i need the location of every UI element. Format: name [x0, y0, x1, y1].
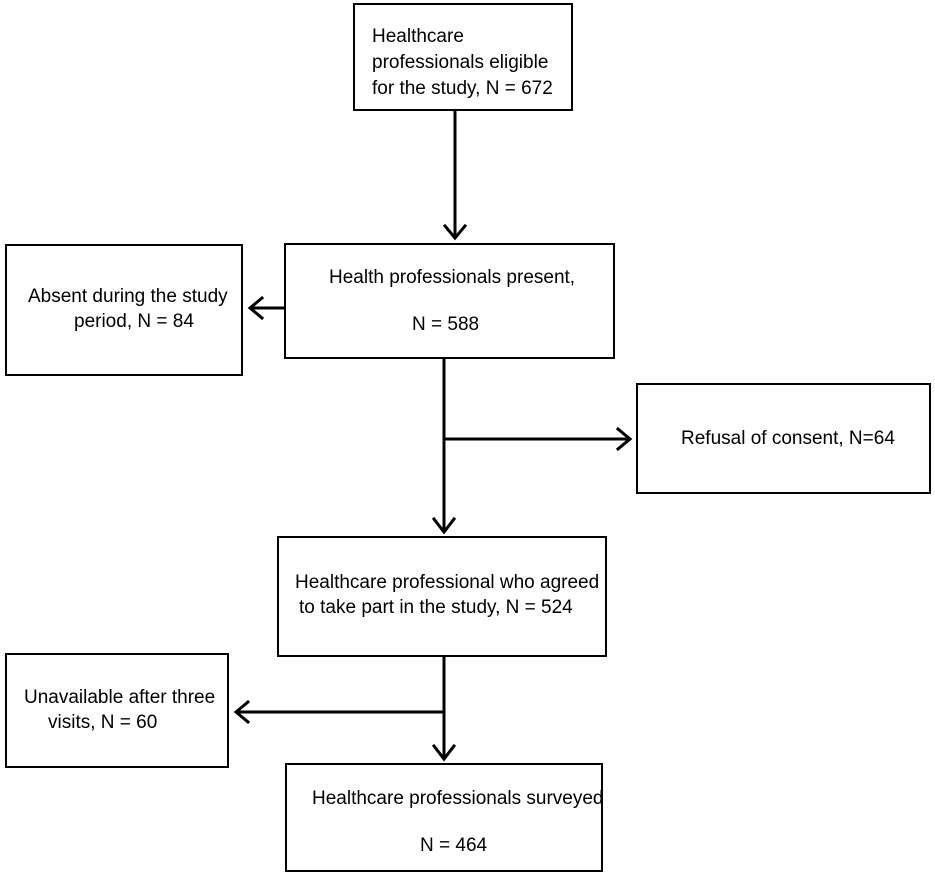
unavailable-label-line-2: visits, N = 60	[48, 712, 158, 733]
arrowhead-eligible-present	[442, 223, 468, 241]
absent-label-line-2: period, N = 84	[74, 311, 194, 332]
agreed-label-line-2: to take part in the study, N = 524	[299, 597, 573, 618]
arrowhead-trunk-refusal	[615, 426, 633, 452]
refusal-box	[636, 383, 931, 494]
surveyed-label-line-1: Healthcare professionals surveyed	[312, 788, 604, 809]
eligible-label-line-2: professionals eligible	[372, 52, 549, 73]
arrowhead-present-absent	[247, 295, 265, 321]
absent-label-line-1: Absent during the study	[28, 286, 228, 307]
unavailable-label-line-1: Unavailable after three	[24, 687, 216, 708]
surveyed-label-line-2: N = 464	[420, 835, 488, 856]
eligible-label-line-3: for the study, N = 672	[372, 78, 553, 99]
unavailable-box	[5, 653, 229, 768]
present-label-line-2: N = 588	[412, 314, 480, 335]
surveyed-box	[285, 763, 603, 872]
arrowhead-present-agreed	[431, 516, 457, 535]
agreed-label-line-1: Healthcare professional who agreed	[295, 572, 600, 593]
present-label-line-1: Health professionals present,	[329, 267, 576, 288]
agreed-box	[277, 536, 607, 657]
arrowhead-agreed-surveyed	[431, 743, 457, 762]
eligible-label-line-1: Healthcare	[372, 26, 464, 47]
present-box	[284, 243, 615, 359]
arrowhead-trunk-unavailable	[233, 699, 251, 725]
eligible-box	[353, 3, 573, 111]
refusal-label: Refusal of consent, N=64	[681, 428, 895, 449]
absent-box	[5, 244, 243, 376]
